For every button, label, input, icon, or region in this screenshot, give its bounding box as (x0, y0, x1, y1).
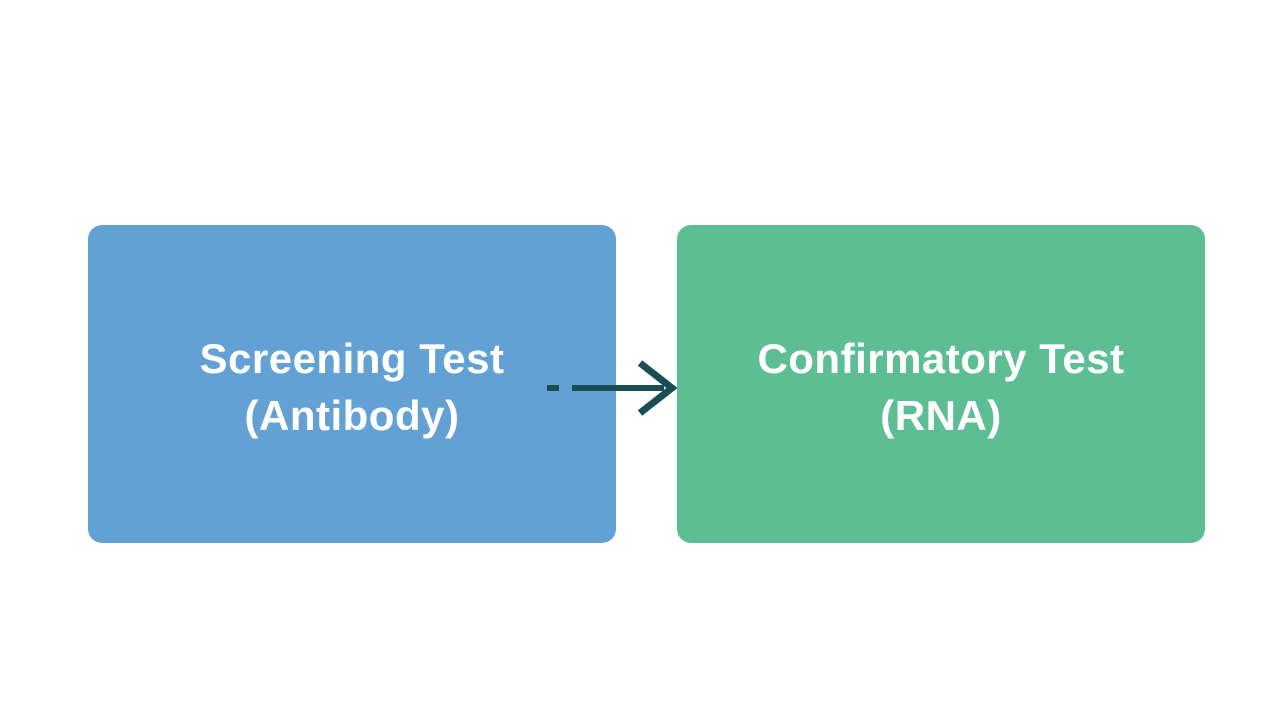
node-screening-test-label-line2: (Antibody) (244, 392, 460, 439)
node-confirmatory-test-label-line1: Confirmatory Test (757, 334, 1125, 382)
arrow-head (637, 360, 678, 416)
node-confirmatory-test-label-line2: (RNA) (880, 392, 1002, 439)
node-confirmatory-test: Confirmatory Test (RNA) (677, 225, 1205, 543)
node-screening-test-label: Screening Test (Antibody) (200, 330, 505, 444)
right-arrow-icon (547, 360, 678, 416)
node-screening-test-label-line1: Screening Test (199, 334, 505, 382)
node-confirmatory-test-label: Confirmatory Test (RNA) (757, 330, 1124, 444)
node-screening-test: Screening Test (Antibody) (88, 225, 616, 543)
connector-arrow (540, 350, 680, 426)
